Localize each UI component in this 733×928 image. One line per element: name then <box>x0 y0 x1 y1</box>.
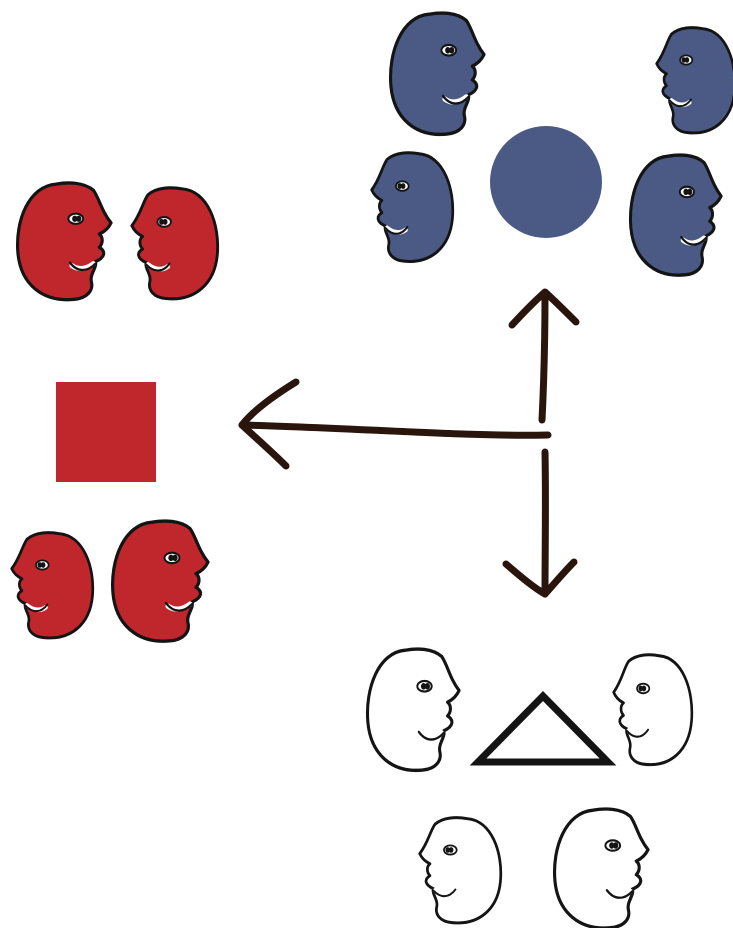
face-icon <box>12 533 93 638</box>
face-icon <box>555 809 648 928</box>
face-icon <box>614 655 692 765</box>
face-icon <box>372 153 453 262</box>
triangle-shape <box>478 696 608 762</box>
face-icon <box>420 818 501 923</box>
circle-shape <box>490 126 602 238</box>
white-group <box>367 649 691 928</box>
blue-group <box>372 13 733 275</box>
face-icon <box>18 183 111 300</box>
square-shape <box>56 382 156 482</box>
face-icon <box>132 188 218 299</box>
face-icon <box>367 649 459 770</box>
arrow-left <box>242 382 548 466</box>
arrow-down <box>506 452 574 594</box>
face-icon <box>657 28 733 133</box>
arrow-up <box>512 292 576 420</box>
face-icon <box>391 13 484 134</box>
red-group <box>12 183 218 641</box>
face-icon <box>113 521 208 641</box>
face-icon <box>630 155 721 275</box>
